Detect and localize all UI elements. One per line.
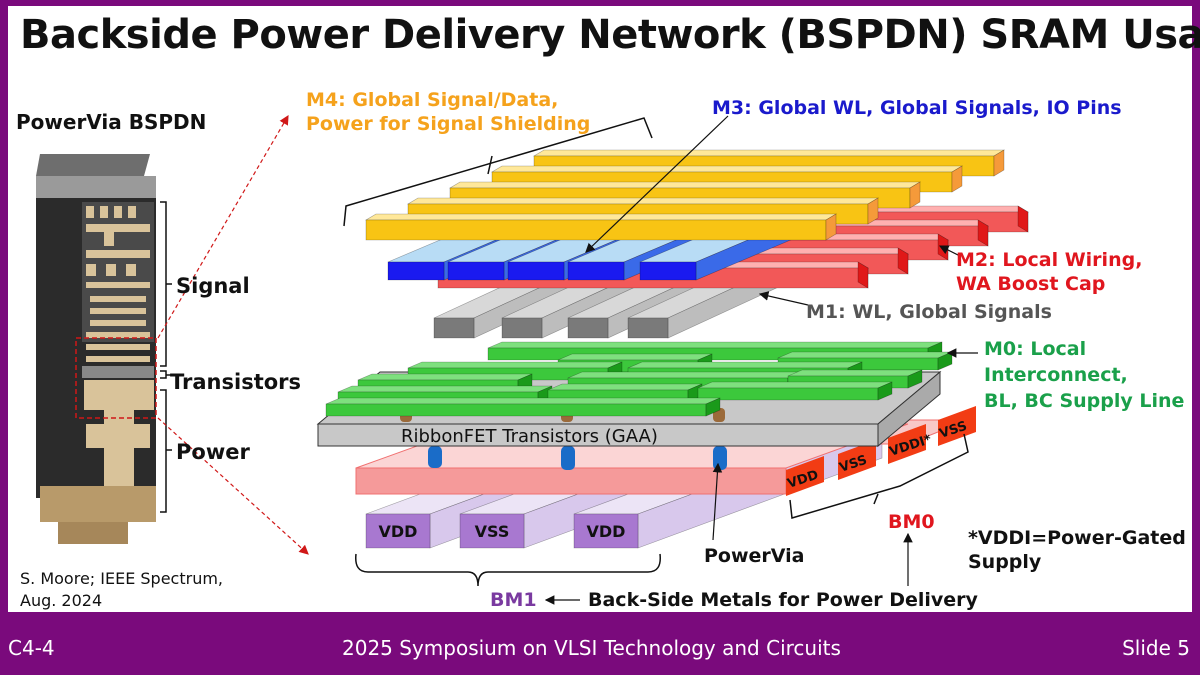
bm0-rail-end: VDD <box>786 456 824 496</box>
transistors-bracket <box>160 370 172 379</box>
powervia-callout <box>712 462 723 541</box>
signal-bracket <box>160 201 172 367</box>
citation: S. Moore; IEEE Spectrum, Aug. 2024 <box>20 568 223 612</box>
m0-label-line-2: Interconnect, <box>984 364 1128 386</box>
transistors-side-label: Transistors <box>170 370 302 394</box>
slide-title: Backside Power Delivery Network (BSPDN) … <box>20 12 1200 58</box>
m0-label-line-3: BL, BC Supply Line <box>984 390 1185 412</box>
zoom-region-box <box>75 337 157 419</box>
m1-callout <box>758 291 809 306</box>
citation-line-1: S. Moore; IEEE Spectrum, <box>20 569 224 588</box>
m3-callout <box>585 115 729 253</box>
m4-label: M4: Global Signal/Data, Power for Signal… <box>306 88 590 136</box>
bm0-rail-end: VSS <box>838 440 876 480</box>
footnote-line-1: *VDDI=Power-Gated <box>968 527 1186 549</box>
m0-label: M0: Local Interconnect, BL, BC Supply Li… <box>984 336 1184 414</box>
bm1-rail-label: VDD <box>587 522 626 541</box>
power-bracket <box>160 389 172 513</box>
m0-bar <box>697 381 893 401</box>
transistors-label: RibbonFET Transistors (GAA) <box>401 426 658 447</box>
bm1-rail-label: VDD <box>379 522 418 541</box>
vddi-footnote: *VDDI=Power-Gated Supply <box>968 526 1186 574</box>
m2-callout <box>938 245 961 257</box>
m0-bar <box>325 397 721 417</box>
m3-label: M3: Global WL, Global Signals, IO Pins <box>712 97 1122 119</box>
bm0-label: BM0 <box>888 511 935 533</box>
slide: Backside Power Delivery Network (BSPDN) … <box>8 6 1200 612</box>
m4-label-line-1: M4: Global Signal/Data, <box>306 89 559 111</box>
m2-label-line-1: M2: Local Wiring, <box>956 249 1143 271</box>
slide-number: Slide 5 <box>1122 636 1190 660</box>
bm1-rail-label: VSS <box>475 522 510 541</box>
chip-stack-illustration <box>36 154 157 544</box>
m1-label: M1: WL, Global Signals <box>806 301 1052 323</box>
m0-layer <box>325 341 953 417</box>
m0-bar <box>547 383 703 403</box>
powervia-label: PowerVia <box>704 545 805 567</box>
bm1-label: BM1 <box>490 589 537 611</box>
m4-bracket <box>343 117 653 227</box>
powervia-heading: PowerVia BSPDN <box>16 110 207 134</box>
power-label: Power <box>176 440 250 464</box>
zoom-line-bottom <box>157 417 309 555</box>
bm0-rail-end: VSS <box>938 406 976 446</box>
backside-caption: Back-Side Metals for Power Delivery <box>588 589 978 611</box>
m4-label-line-2: Power for Signal Shielding <box>306 113 591 135</box>
m2-label-line-2: WA Boost Cap <box>956 273 1106 295</box>
footer: C4-4 2025 Symposium on VLSI Technology a… <box>0 612 1200 675</box>
m0-label-line-1: M0: Local <box>984 338 1087 360</box>
m4-bar <box>364 213 838 241</box>
bm1-bracket <box>355 553 661 587</box>
session-id: C4-4 <box>8 636 55 660</box>
bm0-bracket <box>789 433 969 519</box>
citation-line-2: Aug. 2024 <box>20 591 103 610</box>
footnote-line-2: Supply <box>968 551 1042 573</box>
m4-layer <box>364 149 1006 241</box>
m2-label: M2: Local Wiring, WA Boost Cap <box>956 248 1142 296</box>
zoom-line-top <box>157 114 289 339</box>
signal-label: Signal <box>176 274 250 298</box>
conference-name: 2025 Symposium on VLSI Technology and Ci… <box>342 636 841 660</box>
